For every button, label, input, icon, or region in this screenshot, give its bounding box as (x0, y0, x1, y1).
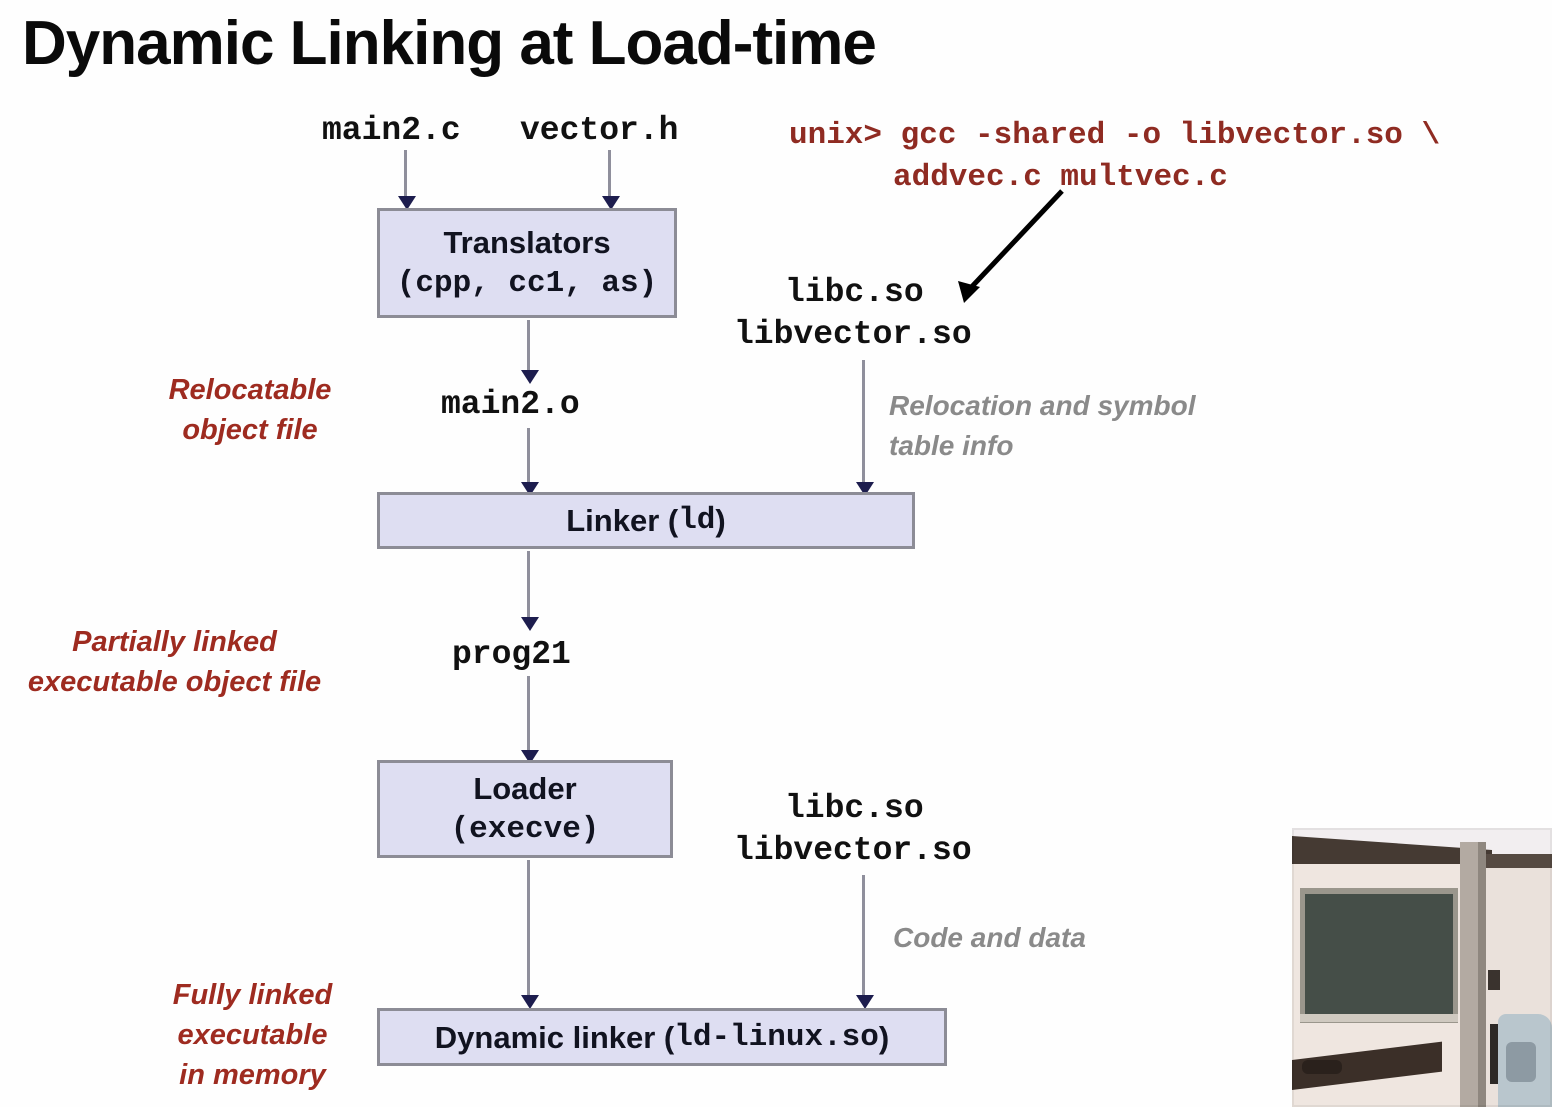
arrow-shaft-vectorh-to-translators (608, 150, 611, 198)
lecture-video-overlay[interactable] (1292, 828, 1552, 1107)
arrow-head-translators-to-main2o (521, 370, 539, 384)
gcc-command-line-2: addvec.c multvec.c (893, 160, 1228, 195)
box-linker-paren-close: ) (715, 503, 726, 538)
box-loader-line1: Loader (473, 771, 577, 806)
annotation-relocation-symbol-table: Relocation and symbol table info (889, 386, 1196, 466)
box-translators-line2: (cpp, cc1, as) (396, 266, 658, 301)
arrow-shaft-linker-to-prog (527, 551, 530, 619)
gcc-command-line-1: unix> gcc -shared -o libvector.so \ (789, 118, 1441, 153)
label-fully-linked-line3: in memory (179, 1059, 326, 1091)
arrow-shaft-translators-to-main2o (527, 320, 530, 372)
shared-lib-libvector-top: libvector.so (734, 316, 972, 353)
file-main2o: main2.o (441, 386, 580, 423)
box-translators-line1: Translators (443, 225, 611, 260)
arrow-command-to-shared-libs (958, 189, 1064, 303)
box-loader[interactable]: Loader (execve) (377, 760, 673, 858)
label-relocatable-object-file: Relocatable object file (150, 370, 350, 450)
page-title: Dynamic Linking at Load-time (22, 9, 877, 78)
arrow-shaft-libs-to-dynamic-linker (862, 875, 865, 997)
arrow-head-libs-to-dynamic-linker (856, 995, 874, 1009)
arrow-shaft-libs-to-linker (862, 360, 865, 484)
shared-lib-libvector-bottom: libvector.so (734, 832, 972, 869)
video-frame-border (1292, 828, 1552, 1107)
video-chair-shadow (1506, 1042, 1536, 1082)
arrow-shaft-loader-to-dynamic-linker (527, 860, 530, 997)
box-dynamic-linker[interactable]: Dynamic linker (ld-linux.so) (377, 1008, 947, 1066)
box-translators[interactable]: Translators (cpp, cc1, as) (377, 208, 677, 318)
arrow-head-linker-to-prog (521, 617, 539, 631)
label-relocatable-line2: object file (182, 414, 318, 446)
label-partially-linked-executable: Partially linked executable object file (12, 622, 337, 702)
label-partially-linked-line2: executable object file (27, 666, 322, 698)
box-linker[interactable]: Linker (ld) (377, 492, 915, 549)
label-fully-linked-executable: Fully linked executable in memory (150, 975, 355, 1095)
arrow-shaft-prog-to-loader (527, 676, 530, 752)
video-desk-object (1302, 1060, 1342, 1074)
arrow-head-main2c-to-translators (398, 196, 416, 210)
annotation-relocation-line2: table info (889, 430, 1014, 461)
label-fully-linked-line1: Fully linked (172, 979, 333, 1011)
arrow-shaft-main2c-to-translators (404, 150, 407, 198)
box-loader-line2: (execve) (450, 812, 600, 847)
arrow-head-loader-to-dynamic-linker (521, 995, 539, 1009)
shared-lib-libc-top: libc.so (785, 274, 924, 311)
source-file-vectorh: vector.h (520, 112, 679, 149)
label-fully-linked-line2: executable (177, 1019, 328, 1051)
video-chalkboard (1305, 894, 1453, 1016)
label-partially-linked-line1: Partially linked (72, 626, 277, 658)
video-chalk-ledge (1300, 1014, 1458, 1022)
shared-lib-libc-bottom: libc.so (785, 790, 924, 827)
box-dynamic-linker-paren-close: ) (878, 1019, 890, 1055)
label-relocatable-line1: Relocatable (168, 374, 332, 406)
arrow-head-vectorh-to-translators (602, 196, 620, 210)
video-column-shadow (1478, 842, 1486, 1107)
box-linker-command: ld (678, 503, 716, 538)
video-wall-switch (1488, 970, 1500, 990)
box-linker-label: Linker ( (566, 503, 679, 538)
file-prog21: prog21 (452, 636, 571, 673)
annotation-relocation-line1: Relocation and symbol (889, 390, 1196, 421)
box-dynamic-linker-label: Dynamic linker ( (434, 1019, 675, 1055)
arrow-shaft-main2o-to-linker (527, 428, 530, 484)
annotation-code-and-data: Code and data (893, 922, 1086, 953)
box-dynamic-linker-command: ld-linux.so (674, 1019, 879, 1055)
source-file-main2c: main2.c (322, 112, 461, 149)
